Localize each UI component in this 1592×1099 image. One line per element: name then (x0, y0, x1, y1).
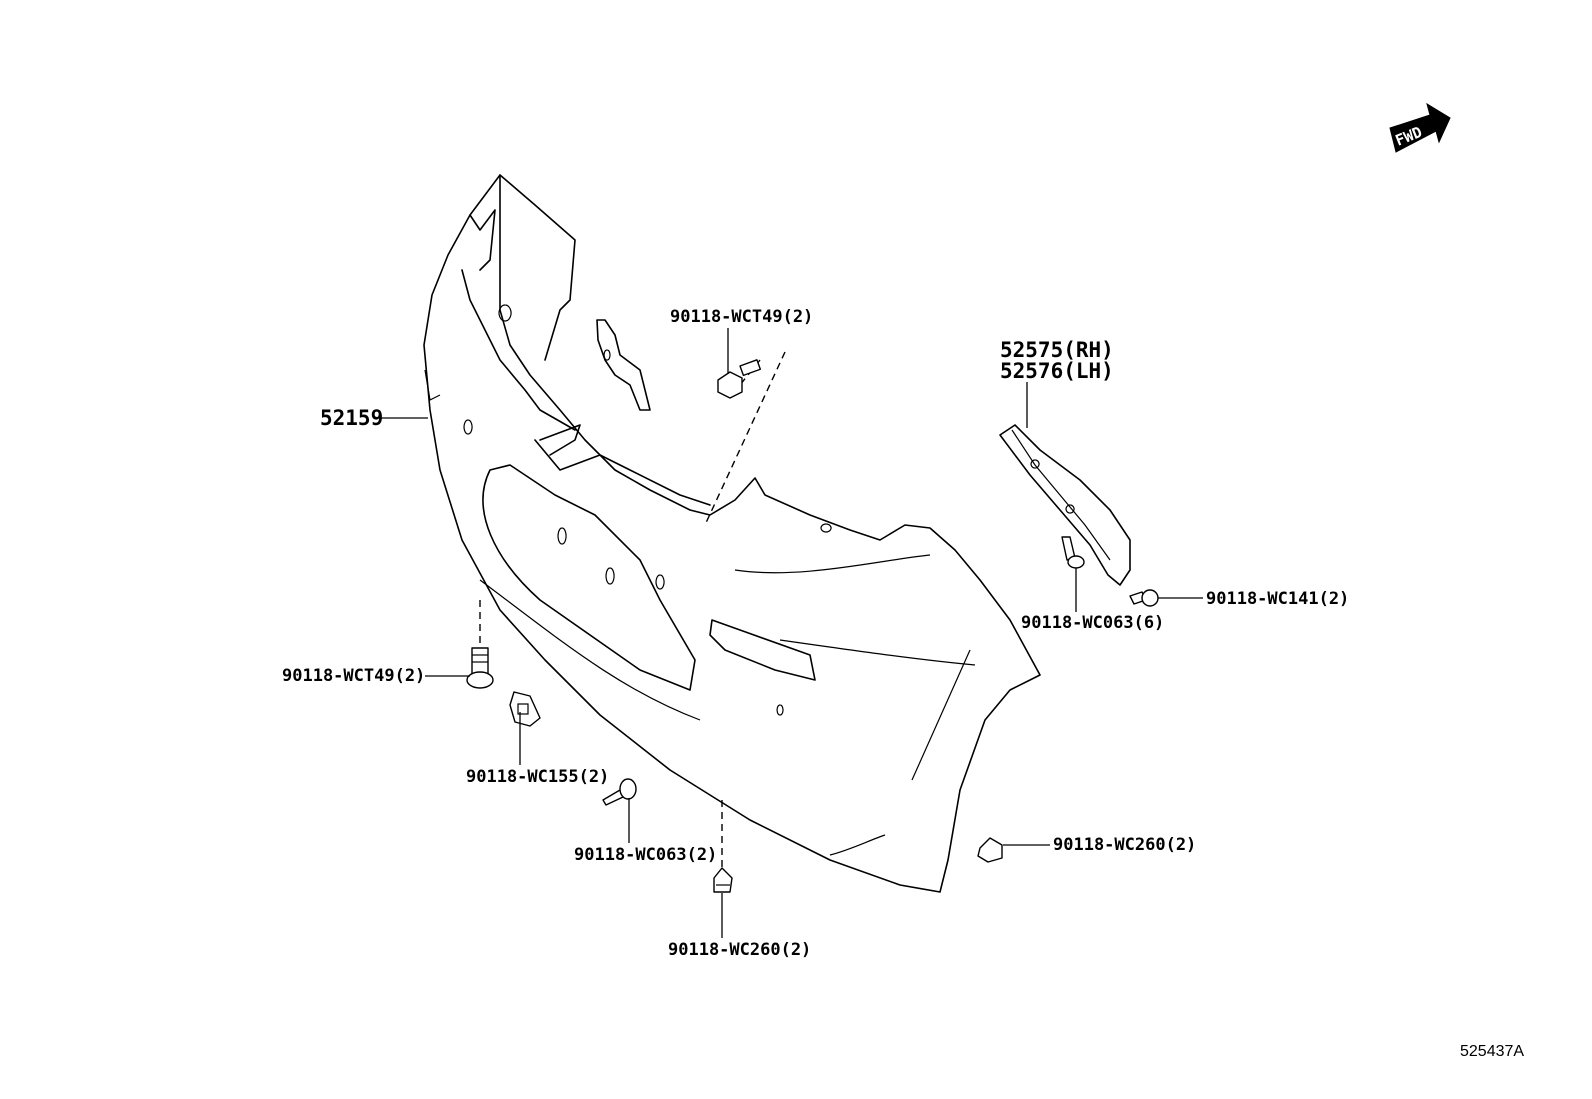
screw-extension-icon (1061, 536, 1085, 569)
nut-extension-icon (1129, 589, 1159, 607)
callout-clip-bottom[interactable]: 90118-WC260(2) (668, 940, 811, 960)
callout-screw-extension[interactable]: 90118-WC063(6) (1021, 613, 1164, 633)
side-extension-drawing (999, 424, 1131, 586)
callout-bolt-top[interactable]: 90118-WCT49(2) (670, 307, 813, 327)
bolt-top-icon (717, 359, 762, 399)
callout-clip-right[interactable]: 90118-WC260(2) (1053, 835, 1196, 855)
callout-extension-rh[interactable]: 52575(RH) (1000, 338, 1114, 362)
callout-nut-extension[interactable]: 90118-WC141(2) (1206, 589, 1349, 609)
clip-bottom-icon (713, 867, 733, 893)
callout-screw-lower[interactable]: 90118-WC063(2) (574, 845, 717, 865)
screw-lower-icon (602, 778, 637, 806)
install-line-top (704, 351, 786, 526)
retainer-icon (509, 691, 541, 727)
callout-retainer[interactable]: 90118-WC155(2) (466, 767, 609, 787)
callout-bolt-left[interactable]: 90118-WCT49(2) (282, 666, 425, 686)
bumper-cover-drawing (423, 174, 1041, 893)
clip-right-icon (977, 837, 1003, 863)
figure-code: 525437A (1460, 1043, 1524, 1060)
callout-bumper-cover[interactable]: 52159 (320, 406, 383, 430)
callout-extension-lh[interactable]: 52576(LH) (1000, 359, 1114, 383)
fwd-arrow-icon: FWD (1389, 102, 1451, 153)
bolt-left-icon (466, 647, 494, 689)
